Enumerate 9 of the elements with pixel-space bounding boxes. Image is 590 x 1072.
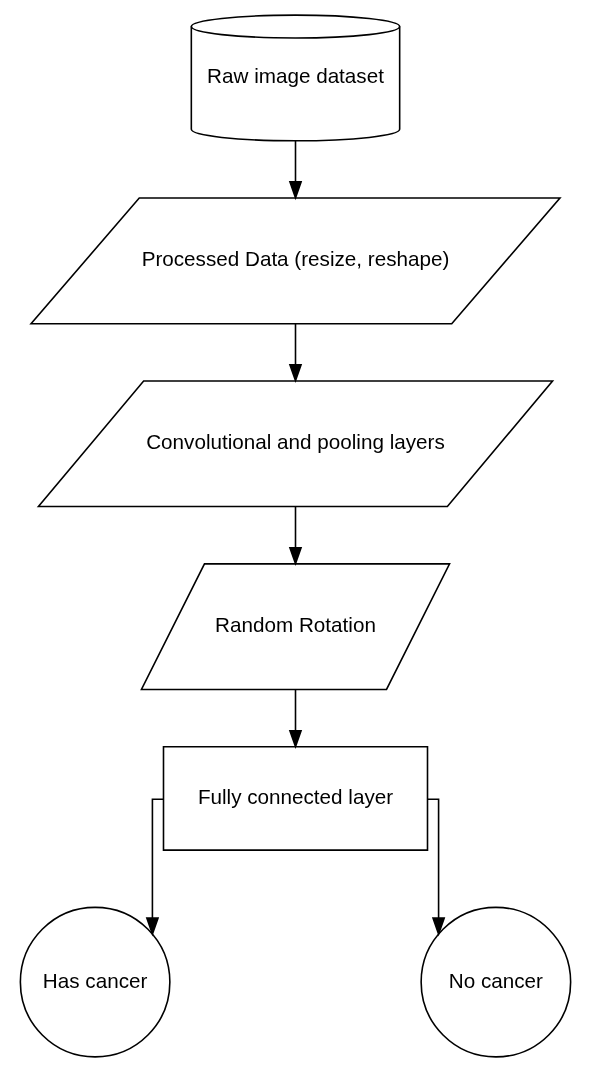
arrow bbox=[426, 798, 445, 937]
arrow bbox=[288, 140, 302, 201]
node-circle: Has cancer bbox=[19, 906, 171, 1058]
arrow bbox=[288, 688, 302, 750]
arrow bbox=[288, 323, 302, 384]
arrow bbox=[288, 505, 302, 566]
node-box: Fully connected layer bbox=[162, 745, 428, 851]
node-circle: No cancer bbox=[419, 906, 571, 1058]
arrow bbox=[145, 798, 164, 937]
